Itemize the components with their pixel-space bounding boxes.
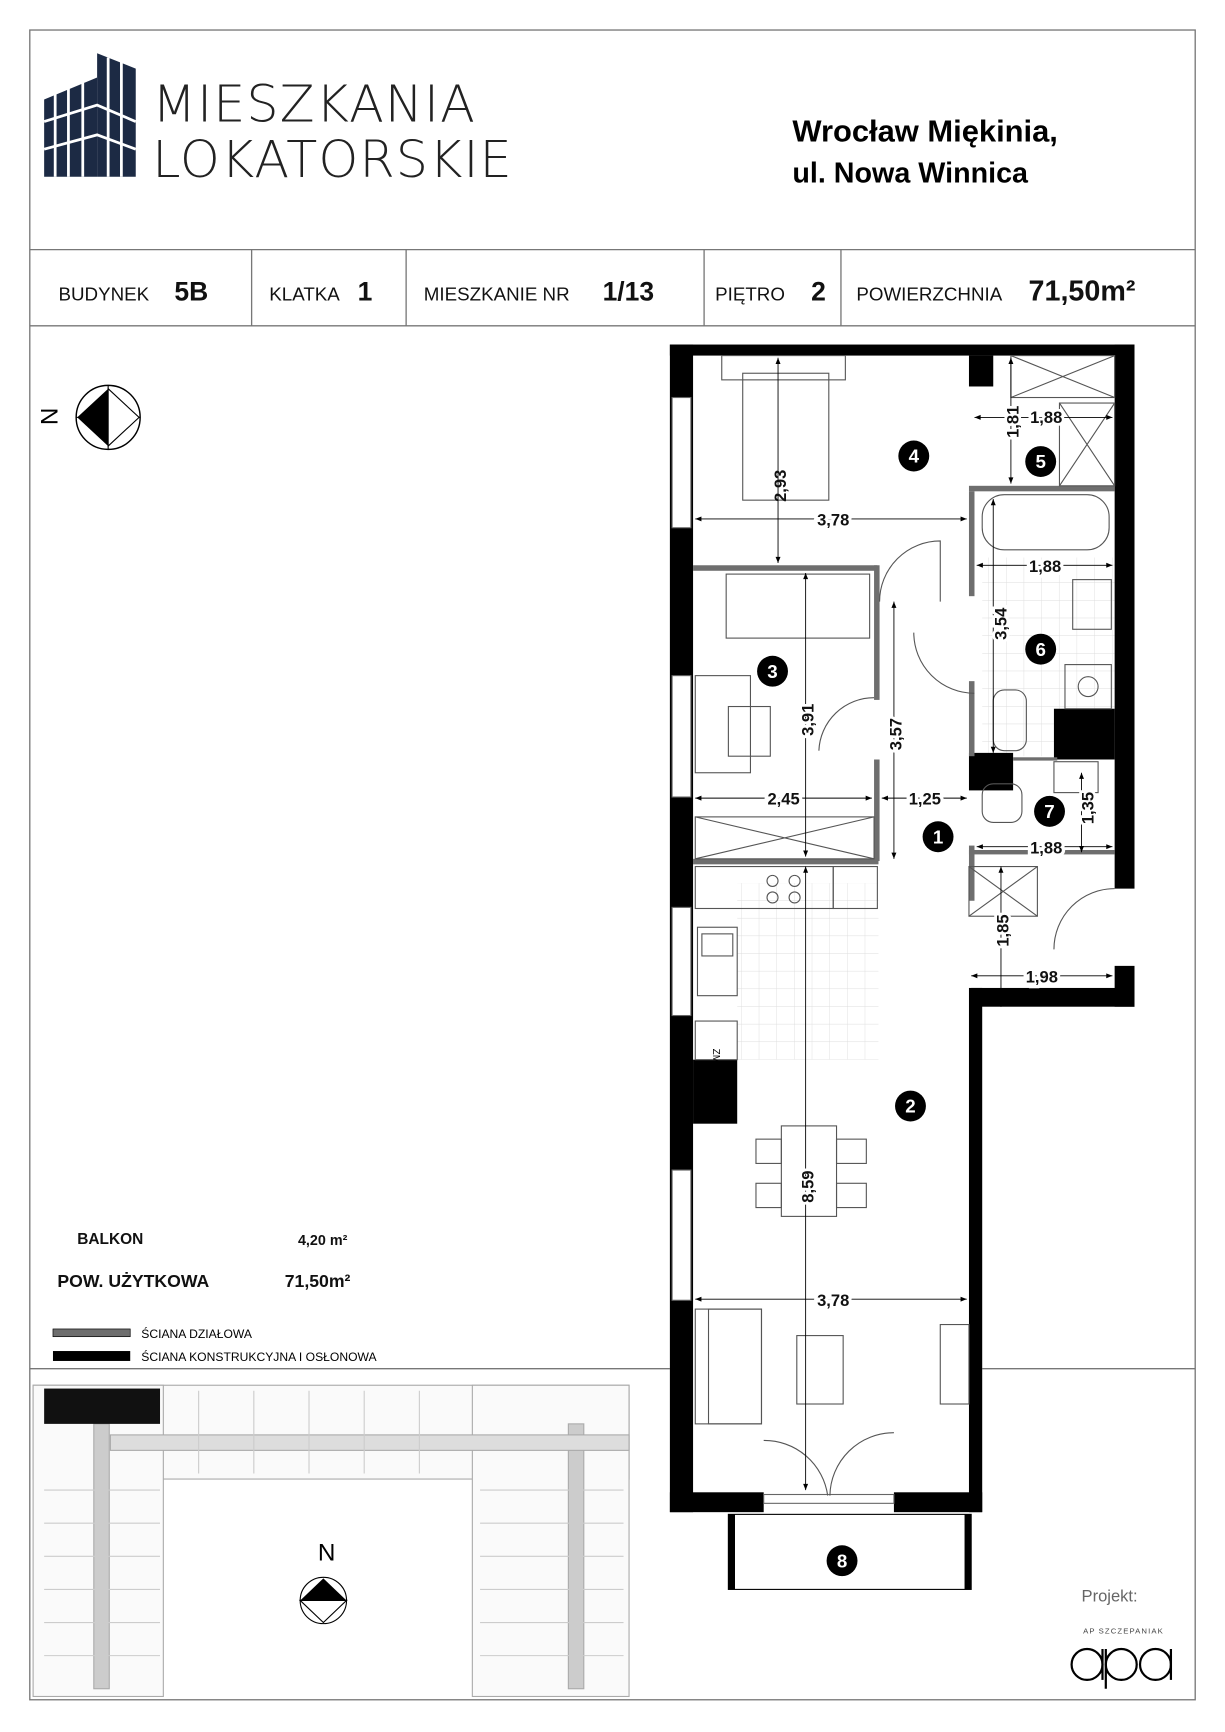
building-key-plan — [32, 1384, 630, 1698]
washing-machine-label: ZM — [710, 1049, 721, 1063]
flat-value: 1/13 — [603, 276, 655, 306]
location-city: Wrocław Miękinia, — [792, 113, 1058, 148]
dim-room3-width: 2,45 — [767, 790, 799, 809]
area-value: 71,50m² — [1029, 275, 1136, 307]
room-number-4: 4 — [909, 446, 920, 467]
dim-closet5-height: 1,81 — [1004, 406, 1023, 438]
dim-closet5-width: 1,88 — [1030, 408, 1062, 427]
legend-structural-label: ŚCIANA KONSTRUKCYJNA I OSŁONOWA — [141, 1349, 377, 1364]
location-street: ul. Nowa Winnica — [792, 157, 1029, 189]
firm-name: AP SZCZEPANIAK — [1083, 1627, 1164, 1636]
dim-living-height: 8,59 — [798, 1170, 817, 1202]
room-number-6: 6 — [1035, 639, 1045, 660]
floor-value: 2 — [811, 276, 826, 306]
building-label: BUDYNEK — [58, 283, 149, 304]
dim-entry-width: 1,98 — [1026, 967, 1058, 986]
usable-area-label: POW. UŻYTKOWA — [57, 1271, 209, 1291]
room-number-2: 2 — [905, 1096, 915, 1117]
usable-area-value: 71,50m² — [285, 1271, 351, 1291]
dim-bath-width: 1,88 — [1029, 557, 1061, 576]
stair-label: KLATKA — [269, 283, 340, 304]
legend-partition-label: ŚCIANA DZIAŁOWA — [141, 1326, 253, 1341]
dim-bath-height: 3,54 — [991, 607, 1010, 640]
compass-north-label: N — [36, 408, 63, 426]
dim-room3-height: 3,91 — [798, 704, 817, 736]
logo-line-2: LOKATORSKIE — [152, 130, 512, 189]
dim-entry-height: 1,85 — [994, 914, 1013, 946]
key-plan-north-label: N — [318, 1540, 336, 1567]
room-number-7: 7 — [1044, 801, 1054, 822]
compass-icon — [75, 384, 141, 451]
project-label: Projekt: — [1082, 1587, 1138, 1606]
dim-bed-depth: 2,93 — [771, 470, 790, 502]
legend-partition-swatch — [52, 1328, 131, 1338]
stair-value: 1 — [358, 276, 373, 306]
dim-wc-width: 1,88 — [1030, 838, 1062, 857]
logo-line-1: MIESZKANIA — [152, 75, 476, 134]
dim-hall-height: 3,57 — [887, 718, 906, 750]
balcony-label: BALKON — [77, 1231, 143, 1248]
dim-bedroom-width: 3,78 — [817, 511, 849, 530]
flat-label: MIESZKANIE NR — [424, 283, 570, 304]
apartment-plan: ZM 2,93 3,78 1,81 — [669, 344, 1135, 1590]
dimension-labels: 2,93 3,78 1,81 1,88 1,88 3,54 3,91 3,57 … — [764, 403, 1100, 1313]
sheet-frame — [29, 29, 1196, 1701]
room-number-8: 8 — [837, 1550, 847, 1571]
dim-living-width: 3,78 — [817, 1291, 849, 1310]
room-markers: 1 2 3 4 5 6 7 8 — [757, 440, 1065, 1577]
legend-structural-swatch — [52, 1351, 131, 1361]
building-value: 5B — [174, 276, 208, 306]
dim-wc-height: 1,35 — [1079, 792, 1098, 824]
firm-logo-icon — [1070, 1647, 1173, 1689]
dim-hall-width: 1,25 — [909, 790, 941, 809]
key-plan-compass-icon — [298, 1576, 348, 1625]
room-number-5: 5 — [1035, 451, 1045, 472]
room-number-3: 3 — [767, 661, 777, 682]
balcony-value: 4,20 m² — [298, 1233, 348, 1249]
logo-building-icon — [43, 53, 137, 177]
room-number-1: 1 — [933, 826, 943, 847]
area-label: POWIERZCHNIA — [856, 283, 1002, 304]
floor-label: PIĘTRO — [715, 283, 785, 304]
